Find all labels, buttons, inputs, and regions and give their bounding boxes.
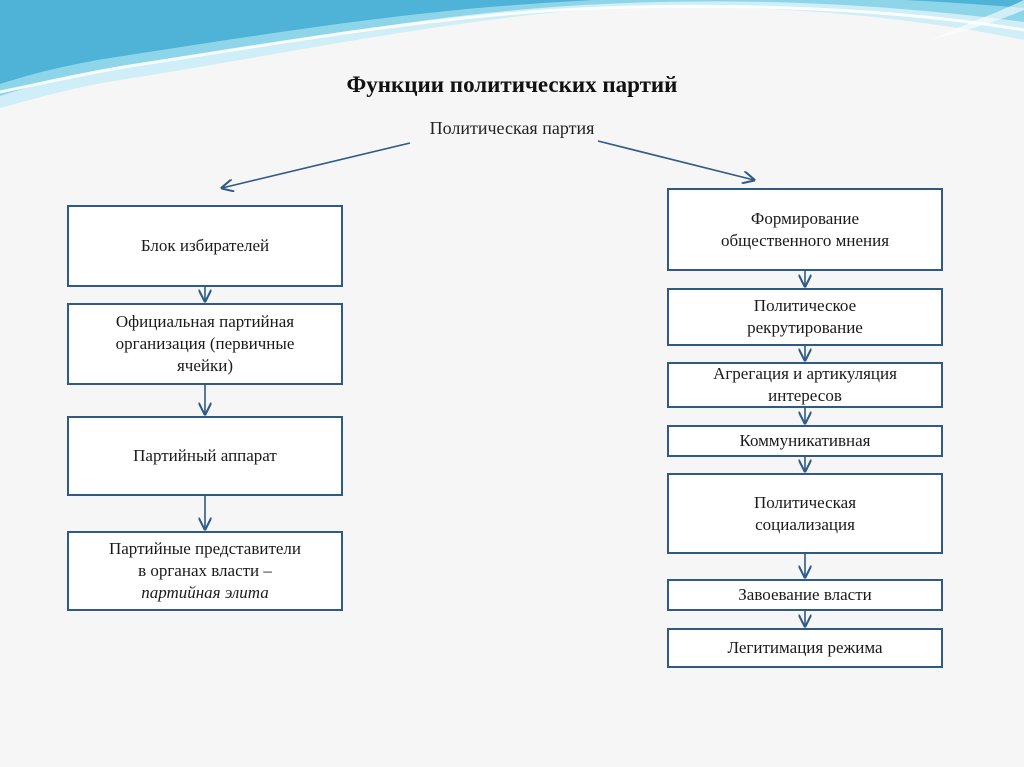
box-party-representatives-line3: партийная элита [141,583,269,602]
box-winning-power: Завоевание власти [667,579,943,611]
box-winning-power-label: Завоевание власти [738,585,872,604]
wave-right-accent [930,0,1024,40]
box-political-socialization-line2: социализация [755,514,855,534]
box-political-recruitment-line1: Политическое [753,296,857,315]
box-party-representatives-line2: в органах власти – [138,561,272,580]
box-interest-aggregation: Агрегация и артикуляция интересов [667,362,943,408]
root-node-political-party: Политическая партия [429,118,595,138]
box-political-socialization: Политическая социализация [667,473,943,554]
box-party-apparatus: Партийный аппарат [67,416,343,496]
box-regime-legitimation-label: Легитимация режима [727,638,883,657]
box-party-representatives: Партийные представители в органах власти… [67,531,343,611]
box-official-party-organization: Официальная партийная организация (перви… [67,303,343,385]
box-interest-aggregation-line1: Агрегация и артикуляция [713,364,897,383]
box-communicative-label: Коммуникативная [739,431,871,450]
box-political-recruitment: Политическое рекрутирование [667,288,943,346]
box-regime-legitimation: Легитимация режима [667,628,943,668]
box-public-opinion-formation: Формирование общественного мнения [667,188,943,271]
box-official-party-organization-line2: организация (первичные [115,334,295,353]
box-political-recruitment-line2: рекрутирование [747,318,863,337]
box-political-socialization-line1: Политическая [753,492,857,512]
box-public-opinion-formation-line1: Формирование [750,208,860,228]
wave-dark [0,0,1024,84]
box-voter-bloc-label: Блок избирателей [140,236,270,255]
box-communicative: Коммуникативная [667,425,943,457]
box-party-apparatus-label: Партийный аппарат [133,446,277,465]
box-public-opinion-formation-line2: общественного мнения [720,230,890,250]
box-interest-aggregation-line2: интересов [768,386,842,405]
box-party-representatives-line1: Партийные представители [108,539,301,558]
box-voter-bloc: Блок избирателей [67,205,343,287]
box-official-party-organization-line3: ячейки) [176,356,233,375]
wave-white-stripe [0,4,1024,94]
box-official-party-organization-line1: Официальная партийная [115,312,295,331]
slide-title: Функции политических партий [346,72,678,97]
